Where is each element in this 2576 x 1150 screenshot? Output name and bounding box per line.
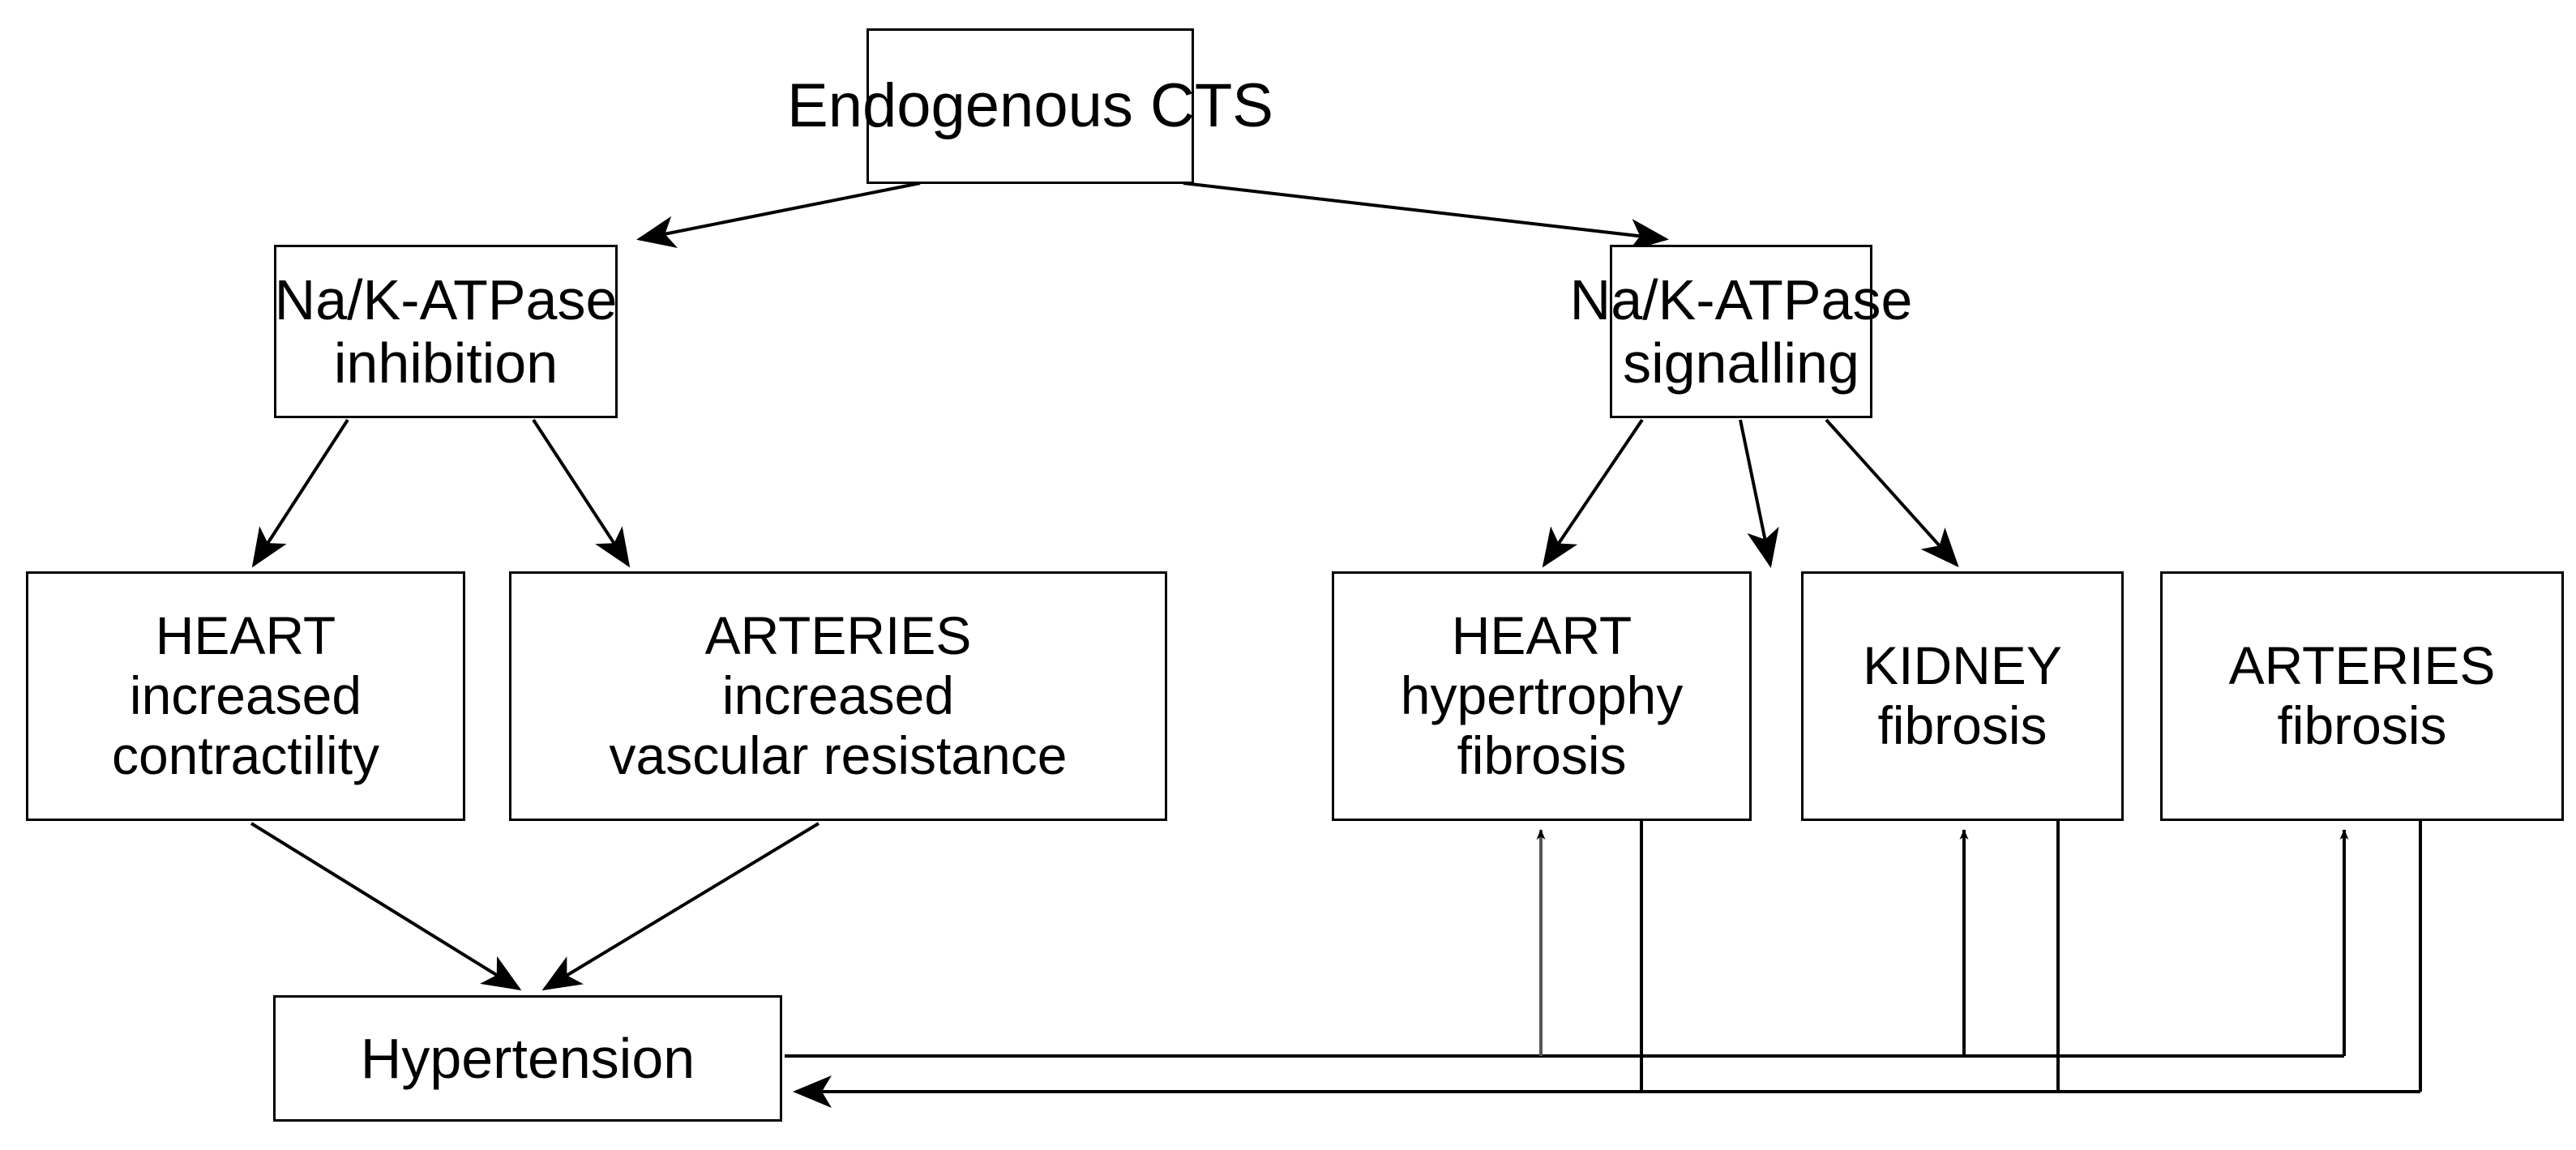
node-kidney-fibrosis-line-2: fibrosis	[1877, 695, 2048, 755]
node-heart-hypertrophy-fibrosis-line-1: HEART	[1451, 605, 1632, 666]
node-heart-hypertrophy-fibrosis-line-3: fibrosis	[1457, 725, 1627, 785]
node-heart-hypertrophy-fibrosis-line-2: hypertrophy	[1400, 665, 1684, 726]
node-arteries-fibrosis-line-2: fibrosis	[2277, 695, 2447, 755]
node-heart-increased-contractility[interactable]: HEART increased contractility	[26, 571, 465, 821]
edge-nak-signalling-to-arteries-fibrosis	[1825, 418, 1959, 567]
node-kidney-fibrosis-line-1: KIDNEY	[1863, 635, 2062, 696]
node-arteries-increased-vascular-resistance-line-2: increased	[721, 665, 955, 726]
edge-nak-signalling-to-kidney-fibrosis	[1739, 419, 1779, 568]
edge-nak-signalling-to-heart-fibrosis	[1542, 418, 1644, 568]
edge-heart-contractility-to-hypertension	[250, 822, 522, 991]
edge-nak-inhibition-to-heart-contractility	[251, 418, 349, 568]
node-endogenous-cts[interactable]: Endogenous CTS	[787, 28, 1273, 184]
node-arteries-increased-vascular-resistance-line-1: ARTERIES	[704, 605, 972, 666]
node-arteries-fibrosis[interactable]: ARTERIES fibrosis	[2160, 571, 2564, 821]
node-heart-increased-contractility-line-3: contractility	[111, 725, 380, 785]
node-na-k-atpase-signalling[interactable]: Na/K-ATPase signalling	[1570, 245, 1912, 418]
edge-cts-to-nak-signalling	[1183, 182, 1669, 251]
node-arteries-increased-vascular-resistance-line-3: vascular resistance	[609, 725, 1068, 785]
node-arteries-fibrosis-line-1: ARTERIES	[2228, 635, 2496, 696]
edge-cts-to-nak-inhibition	[636, 182, 921, 249]
edge-nak-inhibition-to-arteries-resistance	[532, 418, 631, 568]
node-na-k-atpase-inhibition[interactable]: Na/K-ATPase inhibition	[274, 245, 618, 418]
node-na-k-atpase-inhibition-line-1: Na/K-ATPase	[274, 267, 618, 331]
node-heart-increased-contractility-line-2: increased	[129, 665, 362, 726]
node-hypertension[interactable]: Hypertension	[273, 995, 782, 1122]
node-na-k-atpase-signalling-line-2: signalling	[1623, 331, 1859, 395]
node-na-k-atpase-inhibition-line-2: inhibition	[333, 331, 558, 395]
node-arteries-increased-vascular-resistance[interactable]: ARTERIES increased vascular resistance	[509, 571, 1167, 821]
node-endogenous-cts-line-1: Endogenous CTS	[787, 71, 1273, 141]
node-kidney-fibrosis[interactable]: KIDNEY fibrosis	[1801, 571, 2124, 821]
node-hypertension-line-1: Hypertension	[360, 1026, 695, 1090]
node-heart-increased-contractility-line-1: HEART	[155, 605, 336, 666]
node-na-k-atpase-signalling-line-1: Na/K-ATPase	[1569, 267, 1913, 331]
node-heart-hypertrophy-fibrosis[interactable]: HEART hypertrophy fibrosis	[1332, 571, 1752, 821]
edge-arteries-resistance-to-hypertension	[541, 822, 820, 991]
